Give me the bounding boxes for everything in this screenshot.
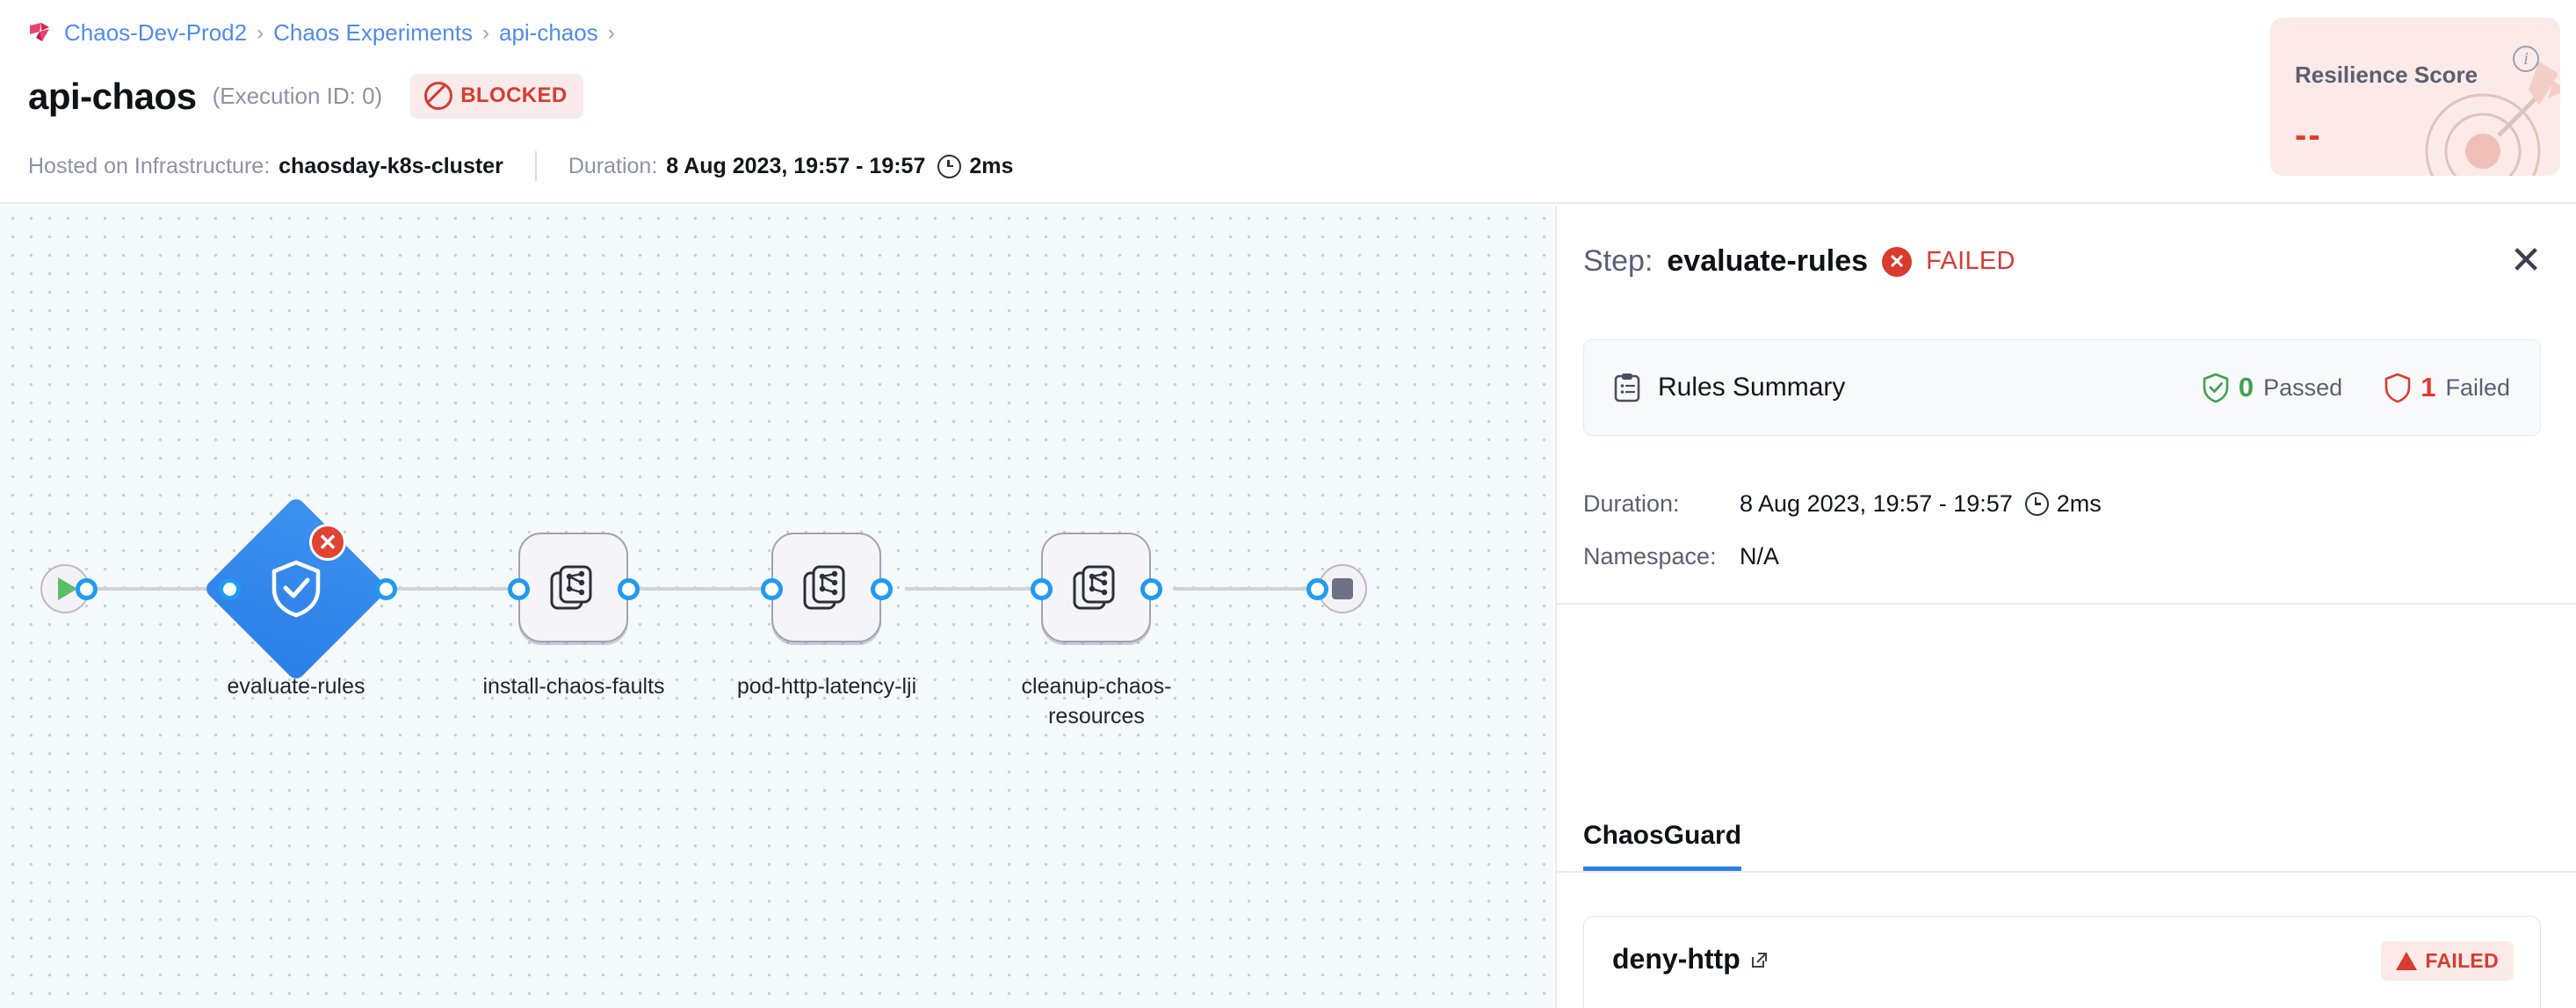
resilience-score-title: Resilience Score bbox=[2295, 62, 2478, 88]
breadcrumb-separator: › bbox=[257, 20, 264, 45]
step-status-label: FAILED bbox=[1926, 247, 2015, 275]
close-icon[interactable]: ✕ bbox=[2509, 239, 2543, 282]
breadcrumb-separator: › bbox=[481, 20, 489, 45]
title-row: api-chaos (Execution ID: 0) BLOCKED bbox=[28, 74, 583, 119]
run-meta: Hosted on Infrastructure: chaosday-k8s-c… bbox=[28, 151, 1013, 181]
rules-summary-stats: 0 Passed 1 Failed bbox=[2203, 372, 2510, 403]
rule-card-deny-http: deny-http FAILED 1 / 1 Conditions Failed bbox=[1583, 916, 2541, 1008]
panel-tabs: ChaosGuard bbox=[1583, 821, 1742, 871]
shield-outline-icon bbox=[2384, 373, 2411, 402]
node-install-chaos-faults[interactable] bbox=[518, 533, 628, 642]
node-cleanup-chaos-resources[interactable] bbox=[1041, 533, 1151, 642]
node-label-install-chaos-faults: install-chaos-faults bbox=[482, 674, 665, 699]
rules-failed-count: 1 bbox=[2420, 372, 2436, 402]
step-name-label: evaluate-rules bbox=[1667, 244, 1869, 278]
edge-install-to-latency bbox=[633, 587, 773, 591]
breadcrumb-separator: › bbox=[607, 20, 615, 45]
step-details-panel: Step: evaluate-rules ✕ FAILED ✕ Rules Su… bbox=[1555, 206, 2576, 1008]
rules-failed-label: Failed bbox=[2445, 373, 2510, 401]
breadcrumb-item-1[interactable]: Chaos Experiments bbox=[273, 19, 473, 46]
resilience-score-card: i Resilience Score -- bbox=[2270, 18, 2560, 176]
rules-summary-title: Rules Summary bbox=[1658, 373, 1846, 402]
tabs-underline-divider bbox=[1557, 871, 2576, 873]
rules-summary-card: Rules Summary 0 Passed 1 Failed bbox=[1583, 339, 2541, 436]
meta-divider bbox=[534, 151, 537, 181]
node-label-cleanup-chaos-resources: cleanup-chaos-resources bbox=[1021, 674, 1172, 729]
resilience-score-value: -- bbox=[2295, 116, 2322, 155]
detail-value-namespace: N/A bbox=[1740, 543, 1780, 569]
rule-status-label: FAILED bbox=[2425, 949, 2499, 972]
port-install-out[interactable] bbox=[618, 578, 640, 600]
chaos-stack-icon bbox=[550, 565, 591, 609]
step-prefix-label: Step: bbox=[1583, 244, 1653, 278]
node-pod-http-latency-lji[interactable] bbox=[771, 533, 881, 642]
rules-summary-title-group: Rules Summary bbox=[1614, 373, 1845, 402]
x-circle-icon: ✕ bbox=[309, 524, 346, 561]
breadcrumb-item-2[interactable]: api-chaos bbox=[498, 19, 598, 46]
rule-status-badge: FAILED bbox=[2381, 941, 2514, 981]
port-evaluate-out[interactable] bbox=[375, 578, 397, 600]
infra-value: chaosday-k8s-cluster bbox=[279, 153, 503, 178]
edge-start-to-evaluate bbox=[83, 587, 233, 591]
page-title: api-chaos bbox=[28, 75, 197, 117]
rules-passed-label: Passed bbox=[2263, 373, 2343, 401]
rule-name: deny-http bbox=[1612, 943, 1740, 975]
info-icon[interactable]: i bbox=[2513, 46, 2539, 72]
target-arrow-icon bbox=[2425, 62, 2560, 176]
detail-key-namespace: Namespace: bbox=[1583, 543, 1717, 569]
rules-passed-stat: 0 Passed bbox=[2203, 372, 2342, 403]
breadcrumb-item-0[interactable]: Chaos-Dev-Prod2 bbox=[64, 19, 248, 46]
blocked-icon bbox=[424, 82, 453, 110]
detail-value-duration: 8 Aug 2023, 19:57 - 19:57 bbox=[1740, 490, 2013, 517]
duration-label: Duration: bbox=[568, 153, 658, 178]
chaos-stack-icon bbox=[1073, 565, 1114, 609]
harness-chaos-logo-icon bbox=[28, 20, 54, 47]
clock-icon bbox=[937, 154, 962, 178]
rules-passed-count: 0 bbox=[2238, 372, 2254, 402]
port-cleanup-out[interactable] bbox=[1140, 578, 1162, 600]
stop-icon bbox=[1332, 578, 1353, 599]
clock-icon bbox=[2024, 492, 2049, 516]
status-badge: BLOCKED bbox=[410, 74, 583, 119]
port-latency-in[interactable] bbox=[761, 578, 783, 600]
step-details-header: Step: evaluate-rules ✕ FAILED bbox=[1583, 244, 2015, 279]
edge-cleanup-to-end bbox=[1173, 587, 1318, 591]
shield-check-icon bbox=[2203, 373, 2229, 402]
port-latency-out[interactable] bbox=[871, 578, 893, 600]
port-install-in[interactable] bbox=[508, 578, 530, 600]
play-icon bbox=[57, 577, 77, 600]
warning-triangle-icon bbox=[2396, 952, 2418, 970]
edge-evaluate-to-install bbox=[387, 587, 523, 591]
detail-value-duration-time: 2ms bbox=[2056, 490, 2102, 517]
execution-id-label: (Execution ID: 0) bbox=[212, 83, 383, 109]
port-evaluate-in[interactable] bbox=[219, 578, 241, 600]
detail-row-namespace: Namespace: N/A bbox=[1583, 543, 1779, 570]
panel-divider bbox=[1557, 603, 2576, 605]
rule-title-group: deny-http bbox=[1612, 943, 1769, 975]
status-badge-label: BLOCKED bbox=[460, 83, 568, 107]
breadcrumb: Chaos-Dev-Prod2 › Chaos Experiments › ap… bbox=[28, 19, 615, 47]
pipeline-canvas[interactable]: ✕ evaluate-rules install-chaos-faults bbox=[0, 206, 1553, 1008]
page-header: Chaos-Dev-Prod2 › Chaos Experiments › ap… bbox=[0, 0, 2576, 204]
port-end-in[interactable] bbox=[1306, 578, 1328, 600]
duration-time: 2ms bbox=[969, 153, 1014, 178]
duration-value: 8 Aug 2023, 19:57 - 19:57 bbox=[666, 153, 926, 178]
chaos-stack-icon bbox=[803, 565, 844, 609]
port-start-out[interactable] bbox=[76, 578, 98, 600]
external-link-icon[interactable] bbox=[1749, 950, 1769, 969]
tab-chaosguard[interactable]: ChaosGuard bbox=[1583, 821, 1742, 871]
detail-key-duration: Duration: bbox=[1583, 490, 1680, 517]
clipboard-icon bbox=[1614, 373, 1640, 402]
node-label-pod-http-latency-lji: pod-http-latency-lji bbox=[736, 674, 917, 699]
port-cleanup-in[interactable] bbox=[1031, 578, 1053, 600]
x-circle-icon: ✕ bbox=[1882, 246, 1913, 277]
rules-failed-stat: 1 Failed bbox=[2384, 372, 2510, 403]
edge-latency-to-cleanup bbox=[905, 587, 1041, 591]
pipeline-end-node[interactable] bbox=[1318, 564, 1367, 613]
infra-label: Hosted on Infrastructure: bbox=[28, 153, 271, 178]
detail-row-duration: Duration: 8 Aug 2023, 19:57 - 19:57 2ms bbox=[1583, 490, 2102, 518]
